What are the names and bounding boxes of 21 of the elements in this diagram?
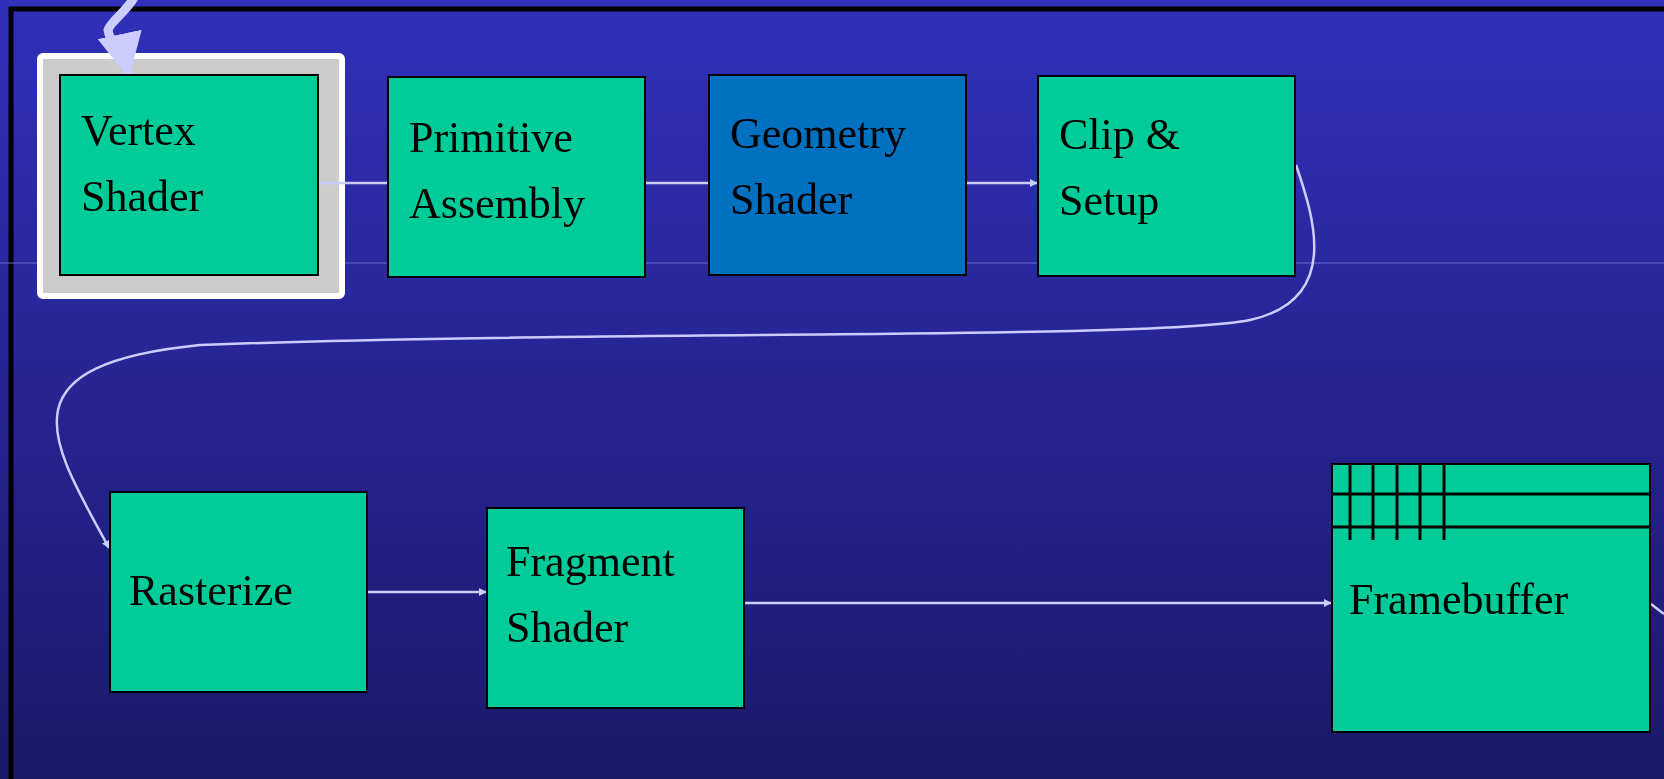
box-label: Rasterize	[129, 565, 294, 617]
process-box	[109, 491, 368, 693]
box-label: Vertex Shader	[81, 105, 205, 223]
arrow	[368, 588, 487, 596]
process-box	[387, 76, 646, 278]
connector-line	[319, 181, 387, 185]
box-label: Geometry Shader	[730, 108, 907, 226]
process-box	[1037, 75, 1296, 277]
framebuffer-box	[1331, 463, 1651, 733]
box-label: Fragment Shader	[506, 536, 676, 654]
arrow	[56, 164, 1316, 549]
arrow	[745, 599, 1332, 607]
process-box	[59, 74, 319, 276]
connector-line	[1650, 603, 1664, 615]
box-label: Primitive Assembly	[409, 112, 586, 230]
arrow	[967, 179, 1038, 187]
box-label: Clip & Setup	[1059, 109, 1182, 227]
box-label: Framebuffer	[1349, 574, 1570, 626]
process-box	[486, 507, 745, 709]
process-box	[708, 74, 967, 276]
connector-line	[646, 181, 708, 185]
